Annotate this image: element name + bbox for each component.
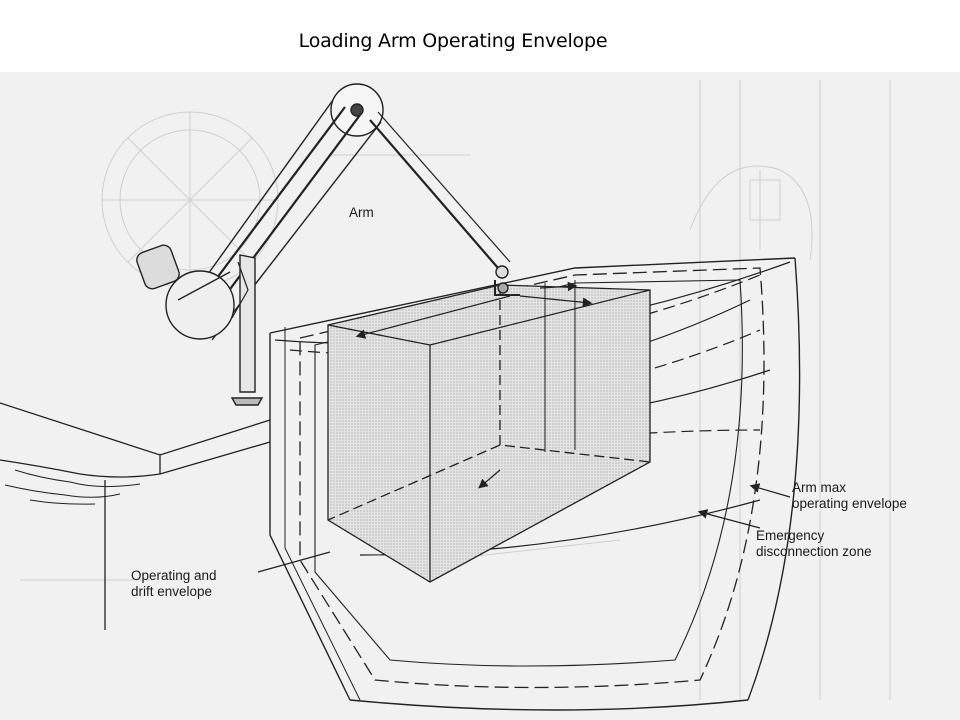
loading-arm [136, 83, 520, 406]
emergency-disconnection-label: Emergency disconnection zone [756, 528, 872, 560]
operating-drift-envelope-label: Operating and drift envelope [131, 568, 217, 600]
label-leader-lines [257, 483, 791, 573]
slide-title: Loading Arm Operating Envelope [298, 30, 608, 52]
operating-label-line1: Operating and [131, 568, 217, 583]
emergency-disconnection-zone [299, 267, 765, 689]
operating-drift-envelope-box [327, 280, 651, 583]
envelope-arrows [355, 281, 593, 489]
emergency-label-line2: disconnection zone [756, 544, 872, 559]
jetty-deck [0, 402, 271, 630]
arm-max-envelope-label: Arm max operating envelope [792, 480, 907, 512]
intermediate-envelope [314, 279, 743, 667]
arm-max-envelope-label-line1: Arm max [792, 480, 846, 495]
emergency-label-line1: Emergency [756, 528, 825, 543]
arm-max-operating-envelope [269, 257, 801, 711]
operating-label-line2: drift envelope [131, 584, 213, 599]
arm-max-envelope-label-line2: operating envelope [792, 496, 907, 511]
arm-label: Arm [349, 205, 374, 220]
